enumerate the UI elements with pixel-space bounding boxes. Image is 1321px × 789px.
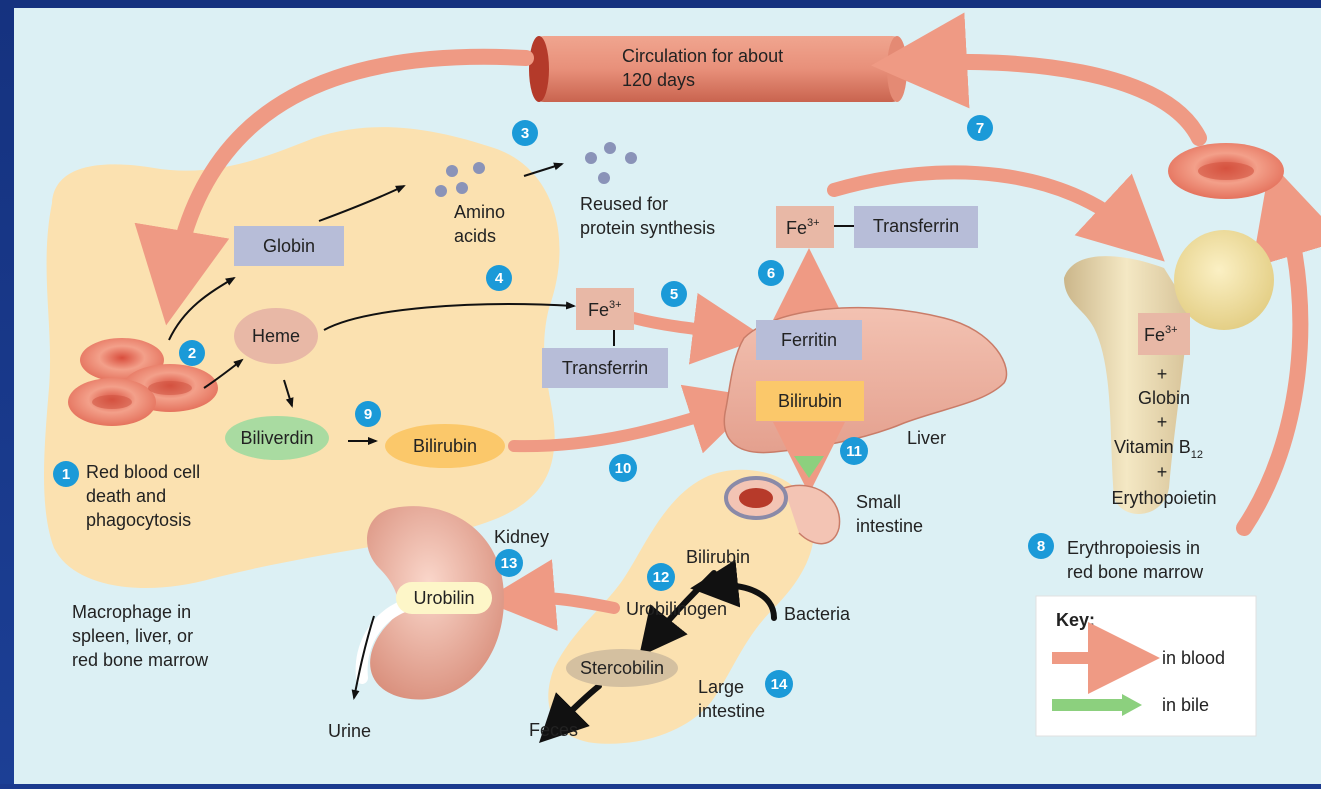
biliverdin-node: Biliverdin [225,416,329,460]
svg-text:11: 11 [846,443,862,460]
step-badge-9: 9 [355,401,381,427]
fe-top-box: Fe3+ Transferrin [776,206,978,248]
ferritin-label: Ferritin [781,330,837,350]
step-badge-2: 2 [179,340,205,366]
svg-text:8: 8 [1037,538,1045,555]
svg-text:13: 13 [501,555,518,572]
marrow-plus1: + [1157,364,1168,384]
svg-text:7: 7 [976,120,984,137]
fe-transport-transferrin: Transferrin [562,358,648,378]
step1-line3: phagocytosis [86,510,191,530]
heme-label: Heme [252,326,300,346]
step1-line1: Red blood cell [86,462,200,482]
urine-label: Urine [328,721,371,741]
svg-text:4: 4 [495,270,504,287]
svg-text:6: 6 [767,265,775,282]
svg-text:9: 9 [364,406,372,423]
bacteria-label: Bacteria [784,604,851,624]
stercobilin-label: Stercobilin [580,658,664,678]
circulation-vessel: Circulation for about 120 days [529,36,907,102]
marrow-globin: Globin [1138,388,1190,408]
urobilin-node: Urobilin [396,582,492,614]
small-intestine-line2: intestine [856,516,923,536]
liver-label: Liver [907,428,946,448]
marrow-plus2: + [1157,412,1168,432]
svg-text:14: 14 [771,676,788,693]
diagram-canvas: Circulation for about 120 days [14,8,1321,784]
stercobilin-node: Stercobilin [566,649,678,687]
svg-text:3: 3 [521,125,529,142]
amino-line1: Amino [454,202,505,222]
ferritin-box: Ferritin [756,320,862,360]
diagram-svg: Circulation for about 120 days [14,8,1321,784]
step-badge-13: 13 [495,549,523,577]
step-badge-10: 10 [609,454,637,482]
heme-node: Heme [234,308,318,364]
svg-text:1: 1 [62,466,70,483]
fe-transport-box: Fe3+ Transferrin [542,288,668,388]
svg-text:5: 5 [670,286,678,303]
marrow-plus3: + [1157,462,1168,482]
globin-box: Globin [234,226,344,266]
circulation-line1: Circulation for about [622,46,783,66]
urobilinogen-label: Urobilinogen [626,599,727,619]
key-blood: in blood [1162,648,1225,668]
reused-line2: protein synthesis [580,218,715,238]
liver-bilirubin-box: Bilirubin [756,381,864,421]
step-badge-11: 11 [840,437,868,465]
liver-bilirubin-label: Bilirubin [778,391,842,411]
fe-top-transferrin: Transferrin [873,216,959,236]
legend-key: Key: in blood in bile [1036,596,1256,736]
svg-text:2: 2 [188,345,196,362]
feces-label: Feces [529,720,578,740]
key-title: Key: [1056,610,1095,630]
step-badge-12: 12 [647,563,675,591]
key-bile: in bile [1162,695,1209,715]
kidney-label: Kidney [494,527,549,547]
step-badge-5: 5 [661,281,687,307]
intestine-bilirubin: Bilirubin [686,547,750,567]
step-badge-8: 8 [1028,533,1054,559]
amino-line2: acids [454,226,496,246]
reused-dots [585,142,637,184]
step8-line1: Erythropoiesis in [1067,538,1200,558]
macrophage-caption-line3: red bone marrow [72,650,209,670]
bone-femur [1064,230,1274,514]
step-badge-7: 7 [967,115,993,141]
circulating-rbc [1168,143,1284,199]
macrophage-caption-line2: spleen, liver, or [72,626,193,646]
reused-line1: Reused for [580,194,668,214]
svg-text:10: 10 [615,460,632,477]
step-badge-3: 3 [512,120,538,146]
step8-line2: red bone marrow [1067,562,1204,582]
small-intestine-line1: Small [856,492,901,512]
macrophage-caption-line1: Macrophage in [72,602,191,622]
marrow-epo: Erythopoietin [1111,488,1216,508]
circulation-line2: 120 days [622,70,695,90]
step-badge-14: 14 [765,670,793,698]
step-badge-1: 1 [53,461,79,487]
biliverdin-label: Biliverdin [240,428,313,448]
globin-label: Globin [263,236,315,256]
step-badge-6: 6 [758,260,784,286]
svg-text:12: 12 [653,569,670,586]
large-intestine-line2: intestine [698,701,765,721]
step-badge-4: 4 [486,265,512,291]
marrow-fe-box: Fe3+ [1138,313,1190,355]
bilirubin-node: Bilirubin [385,424,505,468]
urobilin-label: Urobilin [413,588,474,608]
step1-line2: death and [86,486,166,506]
large-intestine-line1: Large [698,677,744,697]
bilirubin-left-label: Bilirubin [413,436,477,456]
